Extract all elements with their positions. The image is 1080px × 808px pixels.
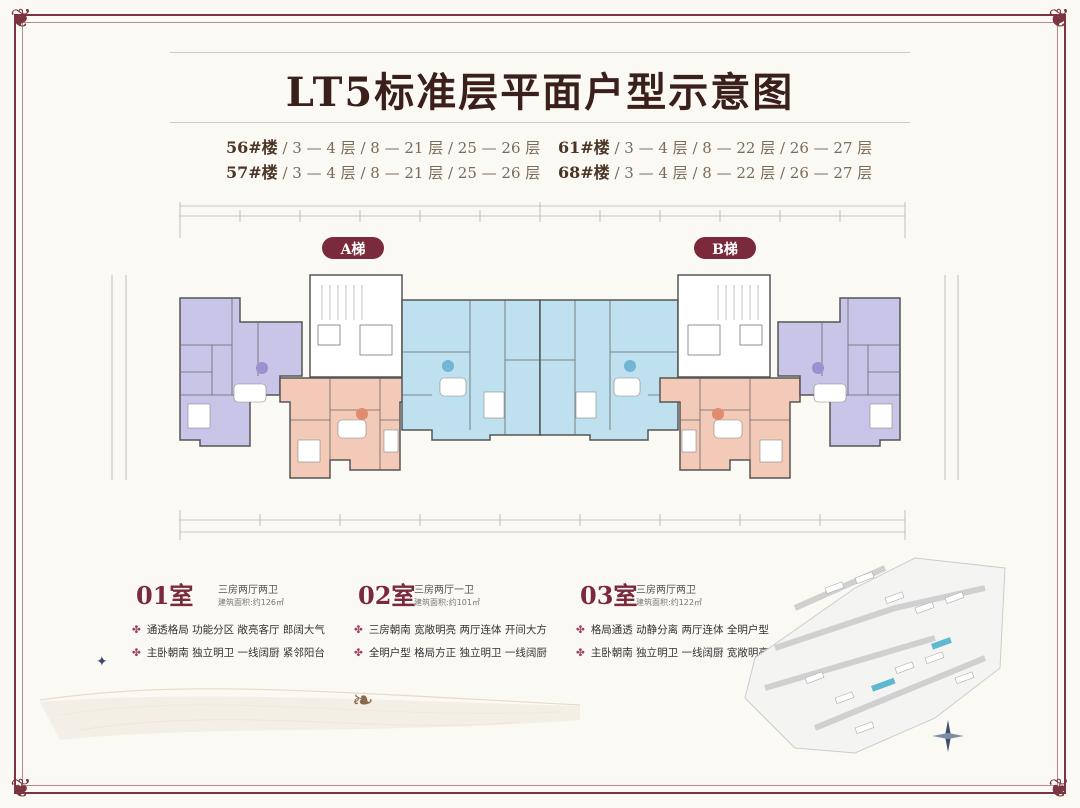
compass-icon xyxy=(930,718,966,754)
bird-icon: ✦ xyxy=(96,654,108,670)
building-name: 56#楼 xyxy=(226,138,278,157)
stair-badge-a xyxy=(322,237,384,259)
building-floors: / 3 — 4 层 / 8 — 22 层 / 26 — 27 层 xyxy=(614,164,873,182)
building-floors: / 3 — 4 层 / 8 — 22 层 / 26 — 27 层 xyxy=(614,139,873,157)
unit-feature: ✤格局通透 动静分离 两厅连体 全明户型 xyxy=(576,624,769,636)
corner-ornament-icon: ❦ xyxy=(1048,4,1070,34)
corner-ornament-icon: ❦ xyxy=(1048,774,1070,804)
unit-layout: 三房两厅两卫 xyxy=(636,585,696,596)
building-row: 68#楼 / 3 — 4 层 / 8 — 22 层 / 26 — 27 层 xyxy=(558,159,872,183)
unit-code: 02室 xyxy=(358,581,416,610)
unit-layout: 三房两厅两卫 xyxy=(218,585,278,596)
unit-area: 建筑面积:约126㎡ xyxy=(218,598,284,607)
building-row: 61#楼 / 3 — 4 层 / 8 — 22 层 / 26 — 27 层 xyxy=(558,134,872,158)
unit-01-left xyxy=(179,297,303,447)
stair-badge-b xyxy=(694,237,756,259)
building-floors: / 3 — 4 层 / 8 — 21 层 / 25 — 26 层 xyxy=(282,139,541,157)
building-name: 68#楼 xyxy=(558,163,610,182)
title-rule xyxy=(170,52,910,53)
unit-area: 建筑面积:约101㎡ xyxy=(414,598,480,607)
outer-frame xyxy=(14,14,1066,794)
unit-02-right xyxy=(659,377,801,479)
dimension-lines xyxy=(111,205,959,533)
stair-label-a: A梯 xyxy=(340,242,366,258)
deer-icon: ❧ xyxy=(352,686,374,716)
bullet-icon: ✤ xyxy=(576,647,585,659)
unit-feature: ✤主卧朝南 独立明卫 一线阔厨 紧邻阳台 xyxy=(132,647,325,659)
building-row: 57#楼 / 3 — 4 层 / 8 — 21 层 / 25 — 26 层 xyxy=(226,159,540,183)
unit-code: 01室 xyxy=(136,581,194,610)
unit-03-right xyxy=(539,299,679,441)
inner-frame xyxy=(22,22,1058,786)
building-floors: / 3 — 4 层 / 8 — 21 层 / 25 — 26 层 xyxy=(282,164,541,182)
corner-ornament-icon: ❦ xyxy=(10,774,32,804)
unit-feature: ✤全明户型 格局方正 独立明卫 一线阔厨 xyxy=(354,647,547,659)
site-map xyxy=(744,557,1006,754)
bullet-icon: ✤ xyxy=(132,647,141,659)
stair-label-b: B梯 xyxy=(712,242,738,258)
building-row: 56#楼 / 3 — 4 层 / 8 — 21 层 / 25 — 26 层 xyxy=(226,134,540,158)
unit-02-left xyxy=(279,377,421,479)
unit-area: 建筑面积:约122㎡ xyxy=(636,598,702,607)
unit-feature: ✤主卧朝南 独立明卫 一线阔厨 宽敞明亮 xyxy=(576,647,769,659)
decorative-wave-fill xyxy=(40,696,580,740)
bullet-icon: ✤ xyxy=(354,647,363,659)
bullet-icon: ✤ xyxy=(132,624,141,636)
building-name: 61#楼 xyxy=(558,138,610,157)
core-a xyxy=(309,274,403,378)
building-name: 57#楼 xyxy=(226,163,278,182)
dimension-ticks xyxy=(179,202,906,540)
page-title: LT5标准层平面户型示意图 xyxy=(285,69,795,116)
core-b xyxy=(677,274,771,378)
corner-ornament-icon: ❦ xyxy=(10,4,32,34)
bullet-icon: ✤ xyxy=(354,624,363,636)
unit-03-left xyxy=(401,299,541,441)
unit-feature: ✤三房朝南 宽敞明亮 两厅连体 开间大方 xyxy=(354,624,547,636)
title-rule xyxy=(170,122,910,123)
unit-layout: 三房两厅一卫 xyxy=(414,585,474,596)
unit-01-right xyxy=(777,297,901,447)
unit-feature: ✤通透格局 功能分区 敞亮客厅 郎阔大气 xyxy=(132,624,325,636)
unit-code: 03室 xyxy=(580,581,638,610)
bullet-icon: ✤ xyxy=(576,624,585,636)
